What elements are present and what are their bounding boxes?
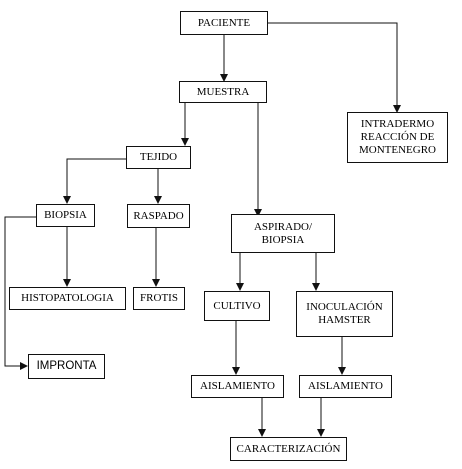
edge-tejido-biopsia (63, 158, 126, 204)
edge-paciente-intradermo (268, 22, 401, 113)
node-histopatologia: HISTOPATOLOGIA (9, 287, 126, 310)
node-frotis: FROTIS (133, 287, 185, 310)
node-muestra: MUESTRA (179, 81, 267, 103)
node-cultivo: CULTIVO (204, 291, 270, 321)
node-raspado: RASPADO (127, 204, 190, 228)
node-biopsia: BIOPSIA (36, 204, 95, 227)
node-paciente: PACIENTE (180, 11, 268, 35)
edge-biopsia-impronta (4, 216, 36, 370)
node-tejido: TEJIDO (126, 146, 191, 169)
node-aislamiento-2: AISLAMIENTO (299, 375, 392, 398)
node-impronta: IMPRONTA (28, 354, 105, 379)
node-aislamiento-1: AISLAMIENTO (191, 375, 284, 398)
node-aspirado: ASPIRADO/ BIOPSIA (231, 214, 335, 253)
node-inoculacion: INOCULACIÓN HAMSTER (296, 291, 393, 337)
node-intradermo: INTRADERMO REACCIÓN DE MONTENEGRO (347, 112, 448, 163)
node-caracterizacion: CARACTERIZACIÓN (230, 437, 347, 461)
